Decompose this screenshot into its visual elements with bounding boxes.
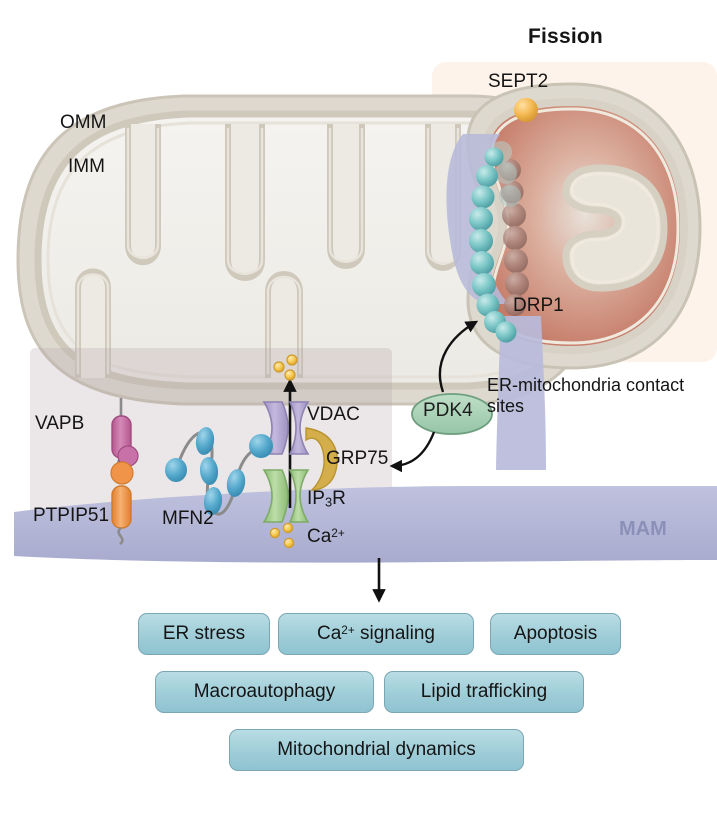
outcome-box-macroautophagy[interactable]: Macroautophagy (155, 671, 374, 713)
calcium-ions-lumen (269, 522, 295, 549)
outcome-box-mitochondrial-dynamics[interactable]: Mitochondrial dynamics (229, 729, 524, 771)
vdac-label: VDAC (307, 404, 360, 425)
ip3r-text-ip: IP (307, 488, 325, 509)
mam-label: MAM (619, 518, 667, 540)
ip3r-subscript-3: 3 (324, 494, 333, 510)
mfn2-label: MFN2 (162, 508, 214, 529)
outcome-box-apoptosis[interactable]: Apoptosis (490, 613, 621, 655)
fission-title: Fission (528, 25, 603, 48)
grp75-linker (305, 427, 338, 491)
ip3r-label: IP3R (307, 489, 346, 509)
grp75-label: GRP75 (326, 448, 389, 469)
ip3r-channel (262, 469, 310, 523)
calcium-charge: 2+ (331, 527, 345, 541)
calcium-element: Ca (307, 526, 332, 547)
imm-label: IMM (68, 156, 105, 177)
vapb-label: VAPB (35, 413, 85, 434)
sept2-bead (514, 98, 538, 122)
mam-band (14, 486, 717, 563)
outcome-box-ca-signaling[interactable]: Ca2+ signaling (278, 613, 474, 655)
ptpip51-protein (110, 461, 134, 546)
outcome-box-er-stress[interactable]: ER stress (138, 613, 270, 655)
pdk4-to-drp1-arrow (438, 320, 479, 393)
drp1-ring-front (469, 147, 517, 343)
omm-label: OMM (60, 112, 107, 133)
drp1-label: DRP1 (513, 295, 564, 316)
drp1-ring-back-upper (490, 141, 521, 207)
outcome-box-lipid-trafficking[interactable]: Lipid trafficking (384, 671, 584, 713)
ip3r-text-r: R (332, 488, 346, 509)
calcium-label: Ca2+ (307, 527, 345, 546)
pdk4-ellipse (411, 393, 493, 435)
calcium-ions-matrix (273, 354, 298, 381)
pdk4-to-grp75-arrow (389, 431, 436, 473)
pdk4-label: PDK4 (423, 400, 473, 421)
sept2-label: SEPT2 (488, 71, 549, 92)
mfn2-protein (165, 427, 273, 516)
vapb-protein (111, 398, 139, 479)
ptpip51-label: PTPIP51 (33, 505, 110, 526)
er-mitochondria-contact-sites-label: ER-mitochondria contact sites (487, 375, 685, 417)
ca-signaling-text: Ca2+ signaling (317, 623, 435, 644)
